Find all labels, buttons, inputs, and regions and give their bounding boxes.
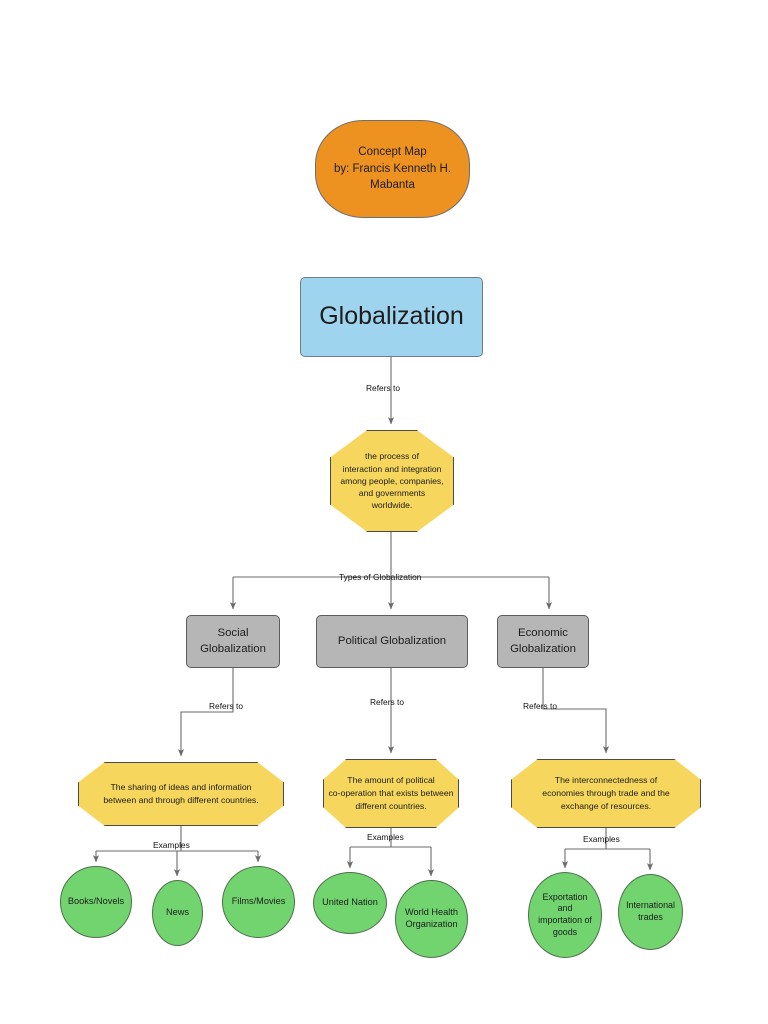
edge-social-to-def [177,668,234,757]
edge-label-examples-social: Examples [153,840,190,850]
title-author-label: Concept Map by: Francis Kenneth H. Maban… [334,145,451,192]
example-international-trades-label: International trades [626,900,675,922]
node-globalization-definition[interactable]: the process of interaction and integrati… [330,430,454,532]
edge-label-refers-to-economic: Refers to [523,701,557,711]
example-news-label: News [166,907,189,918]
node-example-books-novels[interactable]: Books/Novels [60,866,132,938]
node-title-author[interactable]: Concept Map by: Francis Kenneth H. Maban… [315,120,470,218]
node-example-international-trades[interactable]: International trades [618,874,683,950]
node-political-definition[interactable]: The amount of political co-operation tha… [323,759,459,828]
example-exportation-importation-label: Exportation and importation of goods [538,891,592,937]
node-example-united-nation[interactable]: United Nation [313,872,387,934]
globalization-definition-label: the process of interaction and integrati… [340,451,444,511]
node-social-globalization[interactable]: Social Globalization [186,615,280,668]
political-globalization-label: Political Globalization [337,634,447,647]
node-economic-globalization[interactable]: Economic Globalization [497,615,589,668]
node-example-films-movies[interactable]: Films/Movies [222,866,295,938]
globalization-label: Globalization [319,302,464,331]
example-united-nation-label: United Nation [322,897,378,908]
edge-label-refers-to-main: Refers to [366,383,400,393]
node-social-definition[interactable]: The sharing of ideas and information bet… [78,762,284,826]
example-films-movies-label: Films/Movies [231,896,286,907]
political-definition-label: The amount of political co-operation tha… [328,774,454,812]
edge-label-types-of-globalization: Types of Globalization [339,572,422,582]
social-definition-label: The sharing of ideas and information bet… [103,781,259,805]
node-example-news[interactable]: News [152,880,203,946]
node-political-globalization[interactable]: Political Globalization [316,615,468,668]
example-world-health-organization-label: World Health Organization [405,907,458,929]
example-books-novels-label: Books/Novels [67,896,125,907]
edge-label-refers-to-political: Refers to [370,697,404,707]
node-example-world-health-organization[interactable]: World Health Organization [395,880,468,958]
economic-definition-label: The interconnectedness of economies thro… [542,774,670,812]
edge-label-examples-political: Examples [367,832,404,842]
node-economic-definition[interactable]: The interconnectedness of economies thro… [511,759,701,828]
node-example-exportation-importation[interactable]: Exportation and importation of goods [528,872,602,958]
edge-label-examples-economic: Examples [583,834,620,844]
economic-globalization-label: Economic Globalization [510,627,576,655]
node-globalization[interactable]: Globalization [300,277,483,357]
edge-label-refers-to-social: Refers to [209,701,243,711]
social-globalization-label: Social Globalization [200,627,266,655]
